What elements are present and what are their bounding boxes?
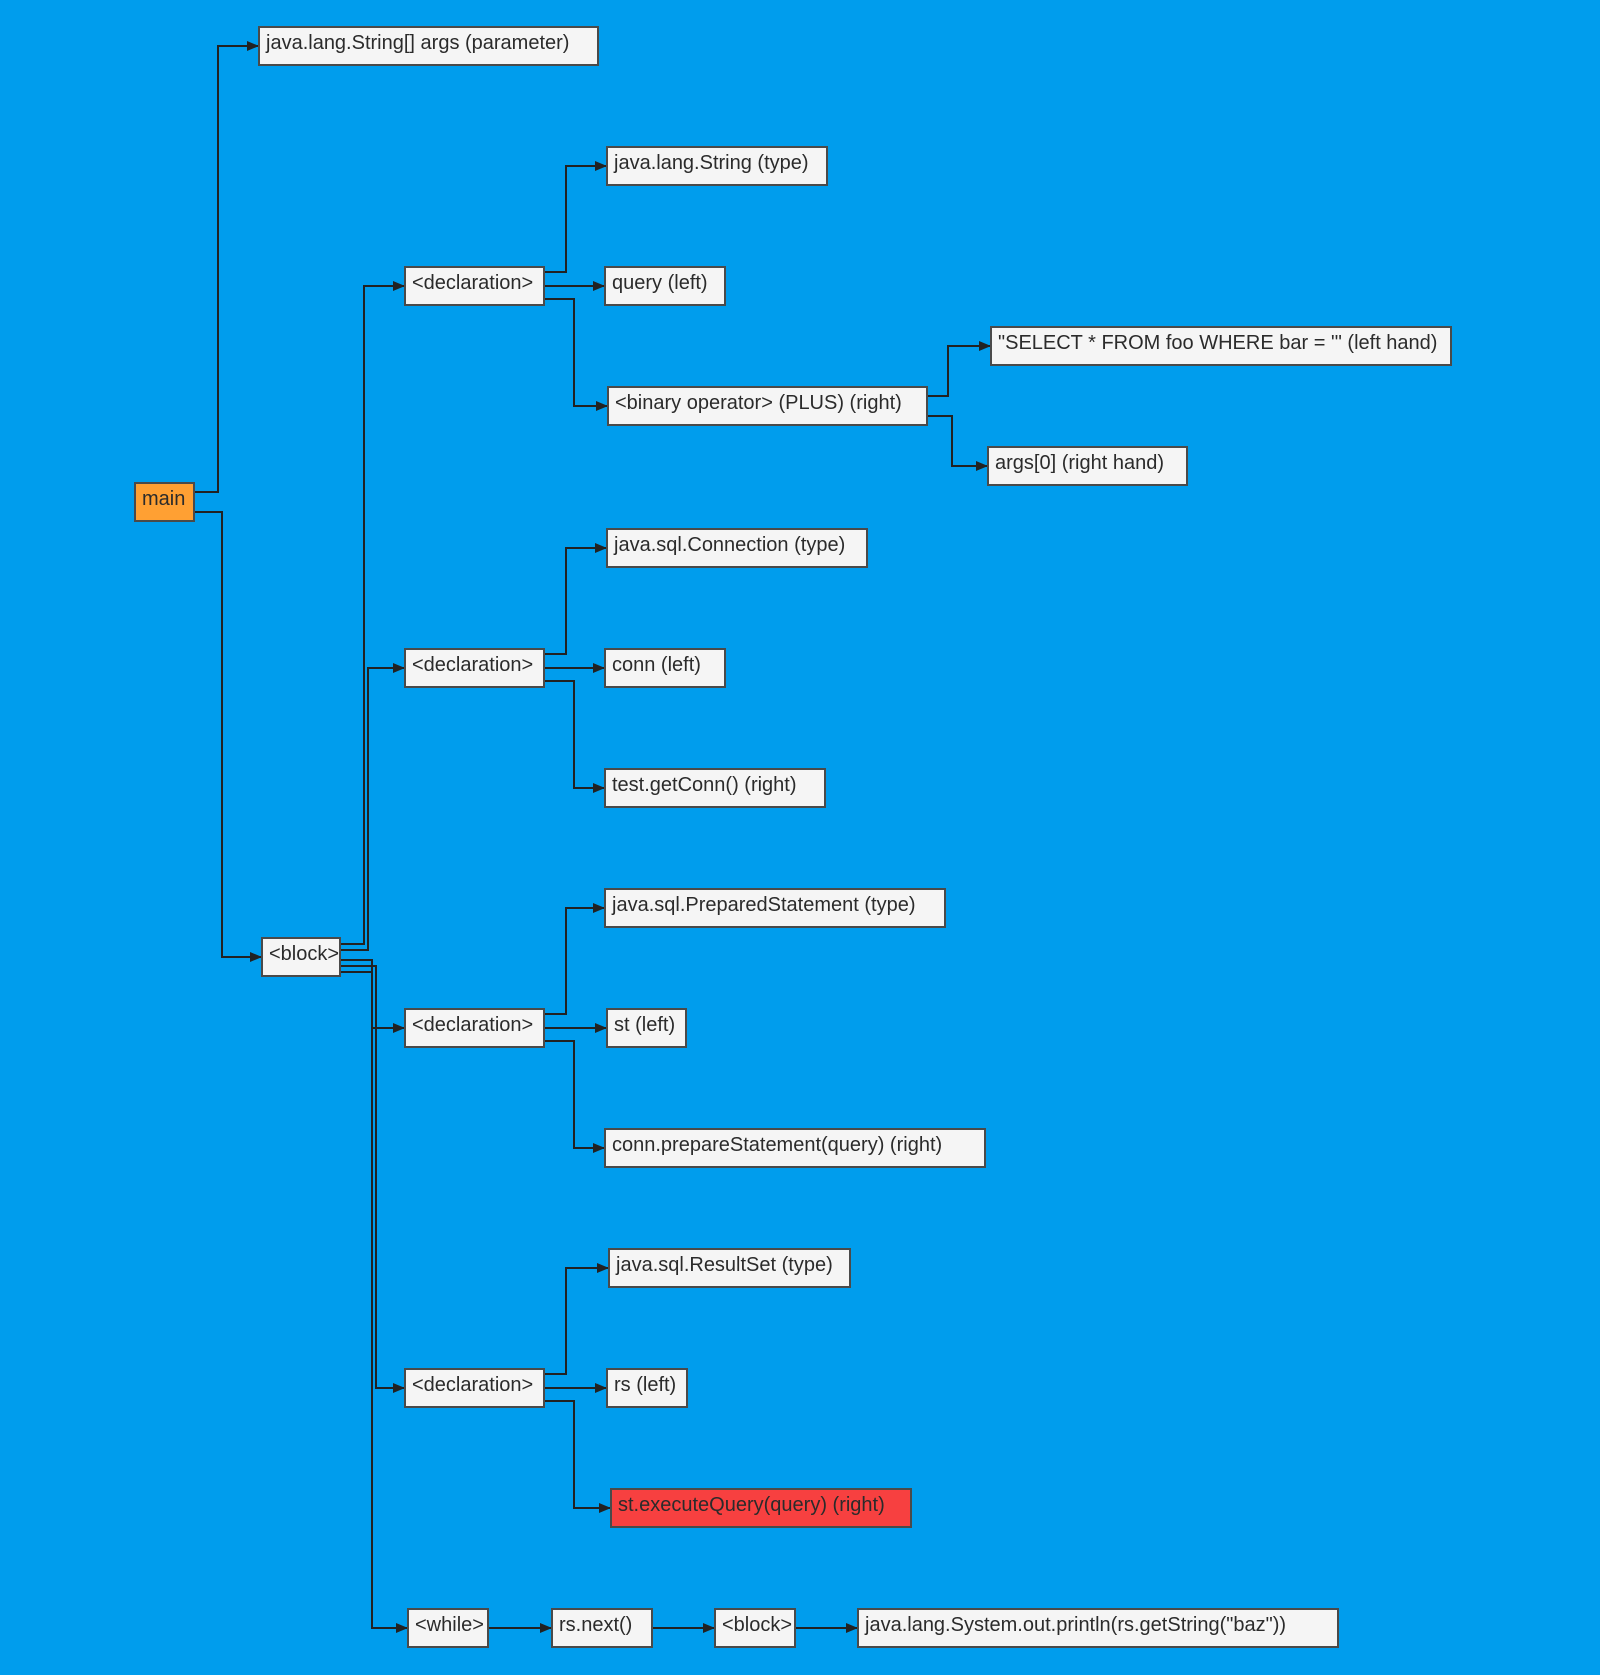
node-main: main	[134, 482, 195, 522]
node-decl1-left: query (left)	[604, 266, 726, 306]
edge-decl2-right	[544, 680, 605, 793]
node-decl4-right: st.executeQuery(query) (right)	[610, 1488, 912, 1528]
node-decl1-type: java.lang.String (type)	[606, 146, 828, 186]
node-decl3-left: st (left)	[606, 1008, 687, 1048]
node-param: java.lang.String[] args (parameter)	[258, 26, 599, 66]
edge-block-decl1	[340, 281, 405, 945]
edge-decl4-type	[544, 1263, 609, 1375]
node-condition: rs.next()	[551, 1608, 653, 1648]
edge-decl2-type	[544, 543, 607, 655]
edge-decl3-right	[544, 1040, 605, 1153]
node-binop-right: args[0] (right hand)	[987, 446, 1188, 486]
edge-binop-right	[926, 415, 988, 471]
node-declaration-2: <declaration>	[404, 648, 545, 688]
edge-decl4-right	[544, 1400, 611, 1513]
node-while: <while>	[407, 1608, 489, 1648]
edge-decl3-type	[544, 903, 605, 1015]
edge-binop-left	[926, 341, 991, 397]
node-declaration-4: <declaration>	[404, 1368, 545, 1408]
node-block: <block>	[261, 937, 341, 977]
edge-decl1-right	[544, 298, 608, 411]
node-decl2-right: test.getConn() (right)	[604, 768, 826, 808]
edge-decl1-type	[544, 161, 607, 273]
edge-block-while	[340, 971, 408, 1633]
node-decl4-type: java.sql.ResultSet (type)	[608, 1248, 851, 1288]
node-decl2-left: conn (left)	[604, 648, 726, 688]
node-declaration-3: <declaration>	[404, 1008, 545, 1048]
edge-block-decl2	[340, 663, 405, 951]
node-decl3-right: conn.prepareStatement(query) (right)	[604, 1128, 986, 1168]
edge-main-param	[194, 41, 259, 493]
node-binop-left: "SELECT * FROM foo WHERE bar = '" (left …	[990, 326, 1452, 366]
node-decl2-type: java.sql.Connection (type)	[606, 528, 868, 568]
node-while-block: <block>	[714, 1608, 796, 1648]
node-decl1-right: <binary operator> (PLUS) (right)	[607, 386, 928, 426]
edge-main-block	[194, 511, 262, 962]
node-println: java.lang.System.out.println(rs.getStrin…	[857, 1608, 1339, 1648]
edge-block-decl4	[340, 965, 405, 1393]
node-decl4-left: rs (left)	[606, 1368, 688, 1408]
node-decl3-type: java.sql.PreparedStatement (type)	[604, 888, 946, 928]
node-declaration-1: <declaration>	[404, 266, 545, 306]
